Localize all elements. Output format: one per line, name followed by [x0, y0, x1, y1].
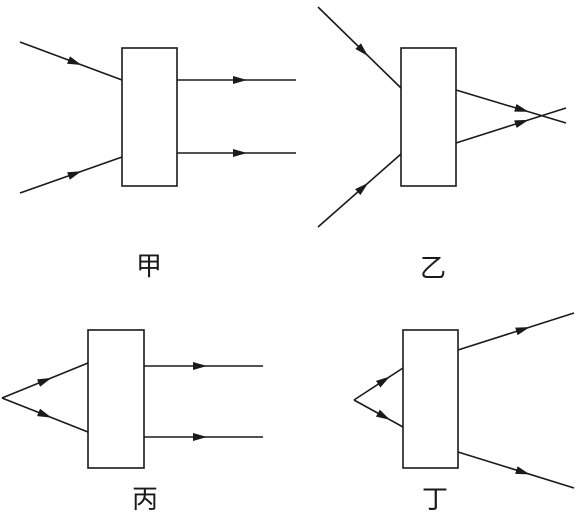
panel-label-bing: 丙 — [132, 485, 159, 515]
panel-ding — [353, 312, 575, 489]
panel-bing — [1, 329, 263, 469]
ding-optical-box — [402, 329, 459, 469]
yi-incident-ray-top — [317, 6, 402, 89]
ding-incident-ray-top — [353, 367, 404, 401]
ding-emergent-ray-top — [457, 312, 575, 351]
yi-emergent-ray-bottom — [455, 107, 567, 144]
bing-optical-box — [87, 329, 145, 469]
panel-yi — [317, 6, 567, 228]
jia-optical-box — [121, 47, 178, 187]
panel-jia — [19, 41, 296, 194]
ding-incident-ray-bottom — [353, 399, 404, 428]
yi-emergent-ray-top — [455, 89, 567, 124]
jia-incident-ray-top — [19, 41, 123, 81]
yi-incident-ray-bottom — [317, 153, 402, 228]
panel-label-jia: 甲 — [136, 252, 163, 282]
panel-label-ding: 丁 — [422, 485, 449, 515]
jia-incident-ray-bottom — [19, 156, 123, 194]
ding-emergent-ray-bottom — [457, 451, 575, 489]
panel-label-yi: 乙 — [420, 254, 447, 284]
yi-optical-box — [400, 47, 457, 187]
